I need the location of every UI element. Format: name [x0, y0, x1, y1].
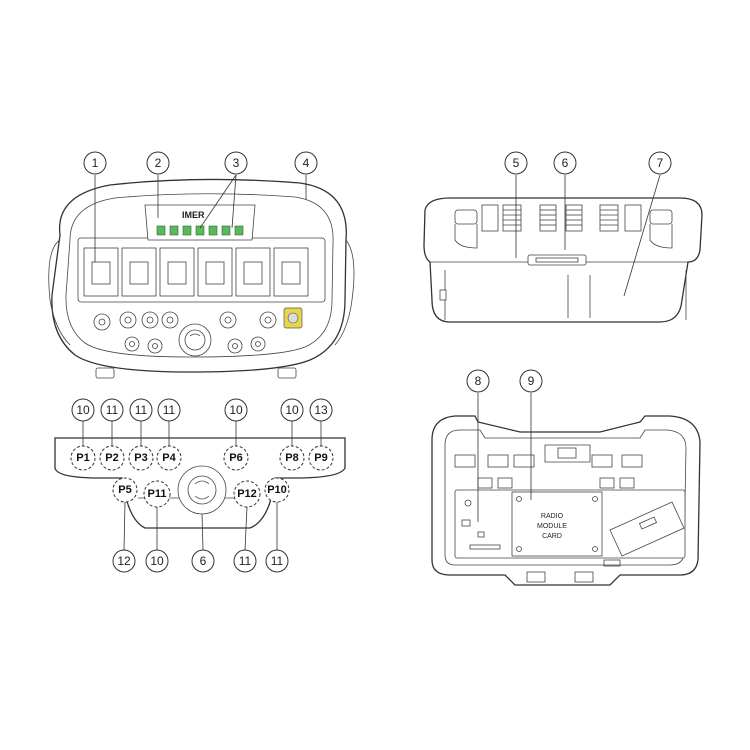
callout-5: 5: [513, 156, 520, 170]
callout-8: 8: [475, 374, 482, 388]
button-p12: P12: [237, 488, 257, 500]
callout-11-p10: 11: [271, 554, 284, 568]
callout-6-stop: 6: [200, 554, 207, 568]
button-p8: P8: [285, 452, 298, 464]
card-text-line-2: MODULE: [537, 523, 567, 530]
button-p3: P3: [134, 452, 147, 464]
callout-11-p4: 11: [163, 403, 176, 417]
button-p11: P11: [148, 488, 167, 500]
button-p4: P4: [162, 452, 176, 464]
callout-10-p11: 10: [150, 554, 164, 568]
callout-10-p8: 10: [285, 403, 299, 417]
callout-4: 4: [303, 156, 310, 170]
callout-6: 6: [562, 156, 569, 170]
internal-view: RADIO MODULE CARD 8 9: [431, 369, 701, 586]
button-p9: P9: [314, 452, 327, 464]
button-p5: P5: [118, 484, 131, 496]
callout-2: 2: [155, 156, 162, 170]
button-p1: P1: [76, 452, 89, 464]
callout-10-p6: 10: [229, 403, 243, 417]
brand-logo: IMER: [182, 210, 205, 220]
callout-12-p5: 12: [117, 554, 131, 568]
callout-13-p9: 13: [314, 403, 328, 417]
callout-11-p3: 11: [135, 403, 148, 417]
front-view: IMER: [48, 151, 355, 379]
card-text-line-3: CARD: [542, 533, 562, 540]
callout-3: 3: [233, 156, 240, 170]
button-p10: P10: [267, 484, 287, 496]
callout-11-p2: 11: [106, 403, 119, 417]
button-p2: P2: [105, 452, 118, 464]
button-p6: P6: [229, 452, 242, 464]
rear-view: 5 6 7: [423, 151, 703, 323]
callout-11-p12: 11: [239, 554, 252, 568]
callout-7: 7: [657, 156, 664, 170]
card-text-line-1: RADIO: [541, 513, 564, 520]
callout-1: 1: [92, 156, 99, 170]
callout-9: 9: [528, 374, 535, 388]
callout-10-p1: 10: [76, 403, 90, 417]
button-layout-view: P1 P2 P3 P4 P6 P8 P9 P5 P11 P12 P10: [54, 398, 346, 573]
